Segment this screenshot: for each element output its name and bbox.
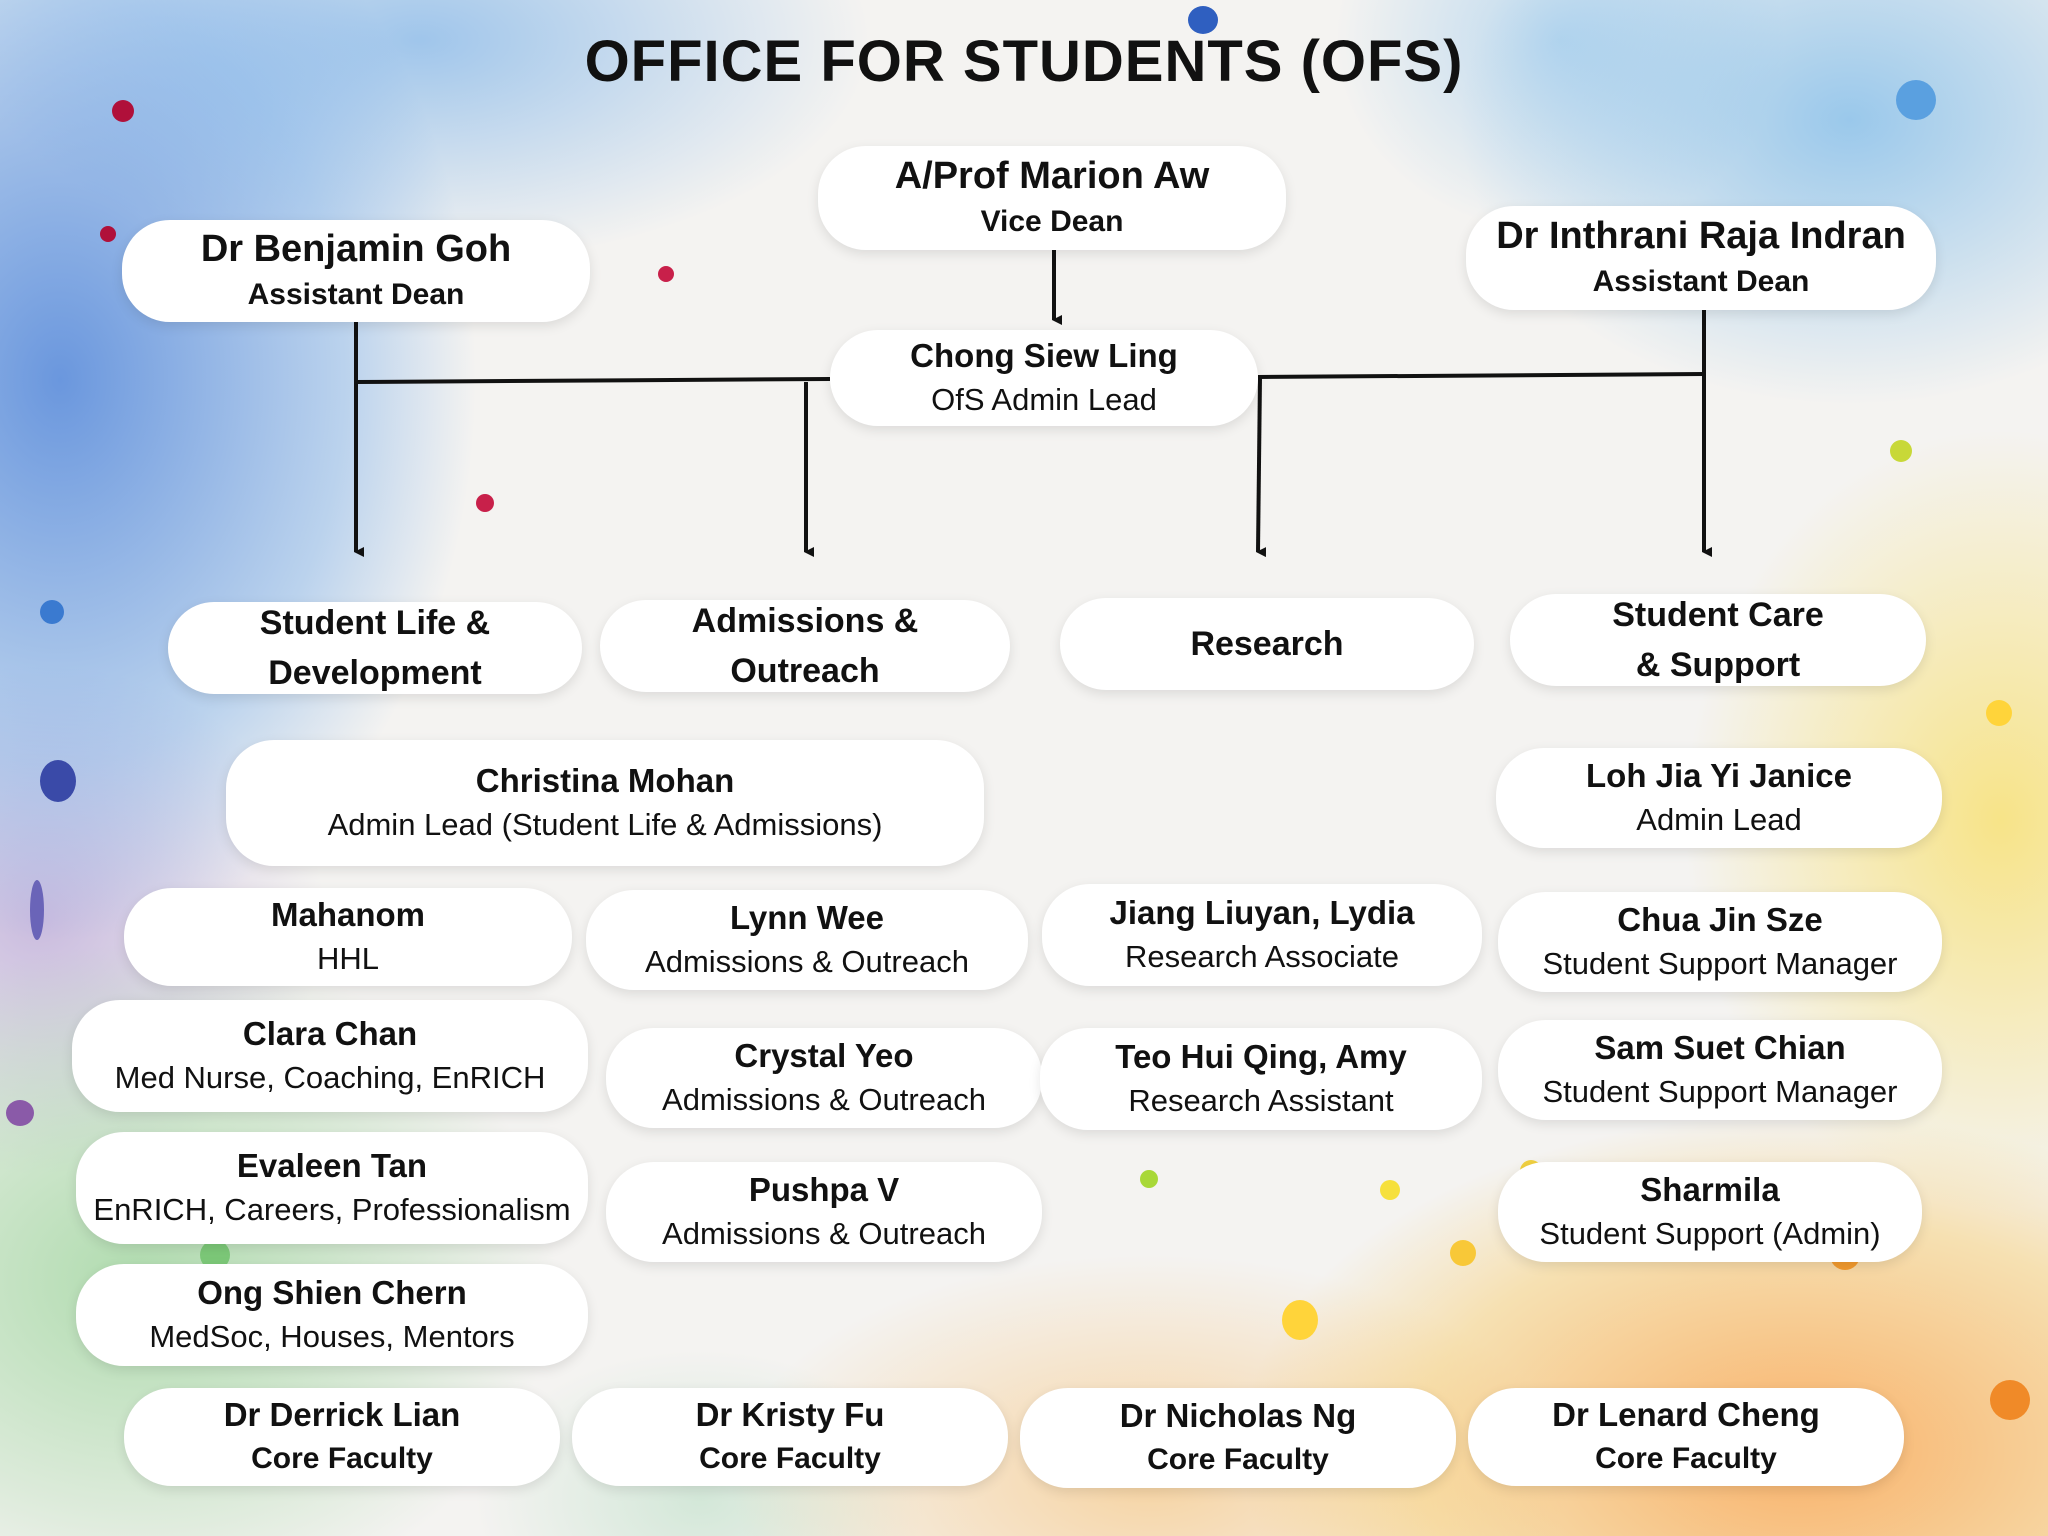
staff-name: Crystal Yeo: [734, 1037, 914, 1074]
staff-card: Lynn Wee Admissions & Outreach: [586, 890, 1028, 990]
staff-card: Crystal Yeo Admissions & Outreach: [606, 1028, 1042, 1128]
staff-role: Admissions & Outreach: [662, 1216, 986, 1251]
staff-name: Ong Shien Chern: [197, 1274, 467, 1311]
staff-role: Admissions & Outreach: [662, 1082, 986, 1117]
staff-role: Research Associate: [1125, 939, 1399, 974]
dept-student-life-line2: Development: [268, 654, 482, 692]
paint-splatter: [1986, 700, 2012, 726]
dept-student-life-box: Student Life & Development: [168, 602, 582, 694]
faculty-name: Dr Lenard Cheng: [1552, 1396, 1820, 1433]
janice-name: Loh Jia Yi Janice: [1586, 757, 1852, 794]
janice-box: Loh Jia Yi Janice Admin Lead: [1496, 748, 1942, 848]
staff-card: Pushpa V Admissions & Outreach: [606, 1162, 1042, 1262]
christina-box: Christina Mohan Admin Lead (Student Life…: [226, 740, 984, 866]
staff-role: Med Nurse, Coaching, EnRICH: [114, 1060, 546, 1095]
assistant-dean-right-box: Dr Inthrani Raja Indran Assistant Dean: [1466, 206, 1936, 310]
staff-name: Mahanom: [270, 896, 425, 933]
dept-admissions-line2: Outreach: [730, 652, 880, 690]
faculty-name: Dr Nicholas Ng: [1119, 1397, 1357, 1434]
paint-splatter: [112, 100, 134, 122]
paint-splatter: [6, 1100, 34, 1126]
assistant-dean-left-role: Assistant Dean: [247, 278, 465, 311]
staff-name: Jiang Liuyan, Lydia: [1109, 894, 1415, 931]
paint-splatter: [476, 494, 494, 512]
faculty-card: Dr Lenard Cheng Core Faculty: [1468, 1388, 1904, 1486]
assistant-dean-left-box: Dr Benjamin Goh Assistant Dean: [122, 220, 590, 322]
staff-role: MedSoc, Houses, Mentors: [149, 1319, 515, 1354]
paint-splatter: [1890, 440, 1912, 462]
dept-student-care-line2: & Support: [1635, 646, 1801, 684]
faculty-role: Core Faculty: [1595, 1442, 1777, 1475]
faculty-role: Core Faculty: [251, 1442, 433, 1475]
staff-role: Student Support Manager: [1542, 946, 1898, 981]
dept-admissions-line1: Admissions &: [691, 602, 919, 640]
staff-name: Chua Jin Sze: [1617, 901, 1823, 938]
dept-research-label: Research: [1190, 625, 1344, 663]
paint-splatter: [658, 266, 674, 282]
christina-name: Christina Mohan: [475, 762, 735, 799]
connector-right-horizontal: [1257, 372, 1705, 379]
admin-lead-box: Chong Siew Ling OfS Admin Lead: [830, 330, 1258, 426]
faculty-name: Dr Derrick Lian: [223, 1396, 461, 1433]
paint-splatter: [1282, 1300, 1318, 1340]
vice-dean-role: Vice Dean: [980, 205, 1124, 238]
staff-role: Admissions & Outreach: [645, 944, 969, 979]
staff-card: Teo Hui Qing, Amy Research Assistant: [1040, 1028, 1482, 1130]
staff-name: Lynn Wee: [729, 899, 885, 936]
paint-splatter: [1380, 1180, 1400, 1200]
paint-splatter: [1450, 1240, 1476, 1266]
staff-card: Sharmila Student Support (Admin): [1498, 1162, 1922, 1262]
staff-card: Jiang Liuyan, Lydia Research Associate: [1042, 884, 1482, 986]
faculty-card: Dr Nicholas Ng Core Faculty: [1020, 1388, 1456, 1488]
paint-splatter: [1140, 1170, 1158, 1188]
staff-name: Clara Chan: [242, 1015, 418, 1052]
staff-role: Student Support (Admin): [1539, 1216, 1881, 1251]
dept-admissions-box: Admissions & Outreach: [600, 600, 1010, 692]
assistant-dean-right-role: Assistant Dean: [1592, 265, 1810, 298]
dept-student-care-box: Student Care & Support: [1510, 594, 1926, 686]
paint-splatter: [40, 760, 76, 802]
faculty-card: Dr Derrick Lian Core Faculty: [124, 1388, 560, 1486]
faculty-role: Core Faculty: [1147, 1443, 1329, 1476]
paint-splatter: [1896, 80, 1936, 120]
admin-lead-role: OfS Admin Lead: [931, 382, 1157, 417]
staff-role: EnRICH, Careers, Professionalism: [93, 1192, 571, 1227]
staff-role: Research Assistant: [1128, 1083, 1394, 1118]
staff-role: Student Support Manager: [1542, 1074, 1898, 1109]
assistant-dean-left-name: Dr Benjamin Goh: [200, 228, 512, 270]
staff-card: Clara Chan Med Nurse, Coaching, EnRICH: [72, 1000, 588, 1112]
dept-student-life-line1: Student Life &: [259, 604, 491, 642]
dept-student-care-line1: Student Care: [1612, 596, 1824, 634]
admin-lead-name: Chong Siew Ling: [910, 337, 1178, 374]
vice-dean-box: A/Prof Marion Aw Vice Dean: [818, 146, 1286, 250]
faculty-name: Dr Kristy Fu: [695, 1396, 885, 1433]
assistant-dean-right-name: Dr Inthrani Raja Indran: [1496, 215, 1906, 257]
janice-role: Admin Lead: [1636, 802, 1802, 837]
staff-role: HHL: [316, 941, 379, 976]
staff-card: Sam Suet Chian Student Support Manager: [1498, 1020, 1942, 1120]
staff-card: Evaleen Tan EnRICH, Careers, Professiona…: [76, 1132, 588, 1244]
paint-splatter: [1188, 6, 1218, 34]
staff-card: Ong Shien Chern MedSoc, Houses, Mentors: [76, 1264, 588, 1366]
staff-card: Chua Jin Sze Student Support Manager: [1498, 892, 1942, 992]
faculty-role: Core Faculty: [699, 1442, 881, 1475]
staff-name: Pushpa V: [748, 1171, 900, 1208]
vice-dean-name: A/Prof Marion Aw: [894, 155, 1210, 197]
connector-left-horizontal: [355, 377, 831, 384]
staff-name: Teo Hui Qing, Amy: [1115, 1038, 1407, 1075]
page-title: OFFICE FOR STUDENTS (OFS): [584, 29, 1464, 94]
paint-splatter: [30, 880, 44, 940]
paint-splatter: [1990, 1380, 2030, 1420]
paint-splatter: [100, 226, 116, 242]
connector-to-research: [1256, 376, 1267, 558]
paint-splatter: [40, 600, 64, 624]
staff-name: Sharmila: [1640, 1171, 1780, 1208]
staff-card: Mahanom HHL: [124, 888, 572, 986]
dept-research-box: Research: [1060, 598, 1474, 690]
staff-name: Evaleen Tan: [236, 1147, 428, 1184]
christina-role: Admin Lead (Student Life & Admissions): [327, 807, 883, 842]
staff-name: Sam Suet Chian: [1594, 1029, 1846, 1066]
faculty-card: Dr Kristy Fu Core Faculty: [572, 1388, 1008, 1486]
